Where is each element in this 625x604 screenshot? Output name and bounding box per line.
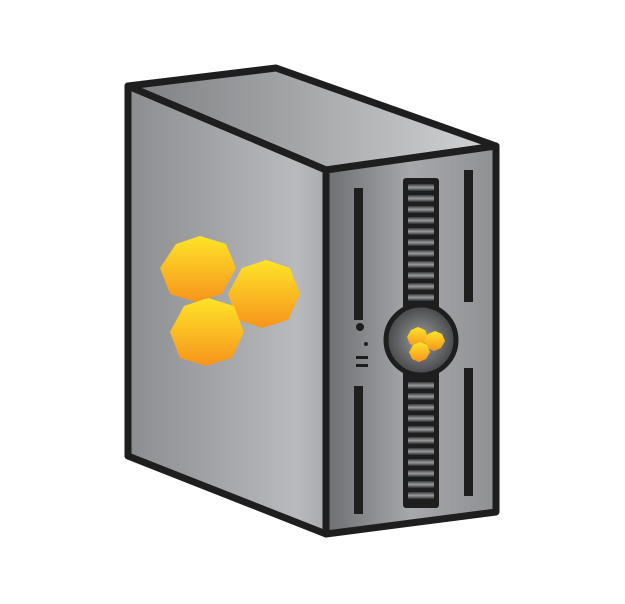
hex-cell-bottom [170,298,244,366]
vent-slot [408,481,434,488]
vent-slot [408,448,434,455]
vent-slot [408,239,434,246]
front-bar-left [354,188,363,320]
badge-hex-right [424,331,445,351]
vent-slot [408,261,434,268]
vent-slot [408,382,434,389]
hex-cell-right [228,260,300,328]
front-badge [383,302,459,378]
vent-slot [408,426,434,433]
vent-slot [408,492,434,499]
hex-cell-top [160,236,236,302]
badge-hex-top [407,327,428,347]
vent-slot [408,470,434,477]
power-button-icon [356,323,364,331]
vent-slot [408,228,434,235]
vent-slot [408,283,434,290]
front-bar-left-lower [354,386,363,514]
badge-hex-bottom [409,342,430,362]
vent-slot [408,272,434,279]
drive-indicator-icon [356,364,368,367]
vent-slot [408,250,434,257]
vent-slot [408,217,434,224]
status-led-icon [364,342,368,346]
vent-slot [408,393,434,400]
drive-indicator-icon [356,356,368,359]
vent-slot [408,184,434,191]
front-bar-right-lower [464,368,473,496]
vent-slot [408,195,434,202]
vent-slot [408,404,434,411]
vent-slot [408,459,434,466]
front-bar-right [464,170,473,302]
vent-slot [408,294,434,301]
vent-slot [408,437,434,444]
vent-slot [408,415,434,422]
honeycomb-logo-icon [160,236,300,366]
vent-slot [408,206,434,213]
